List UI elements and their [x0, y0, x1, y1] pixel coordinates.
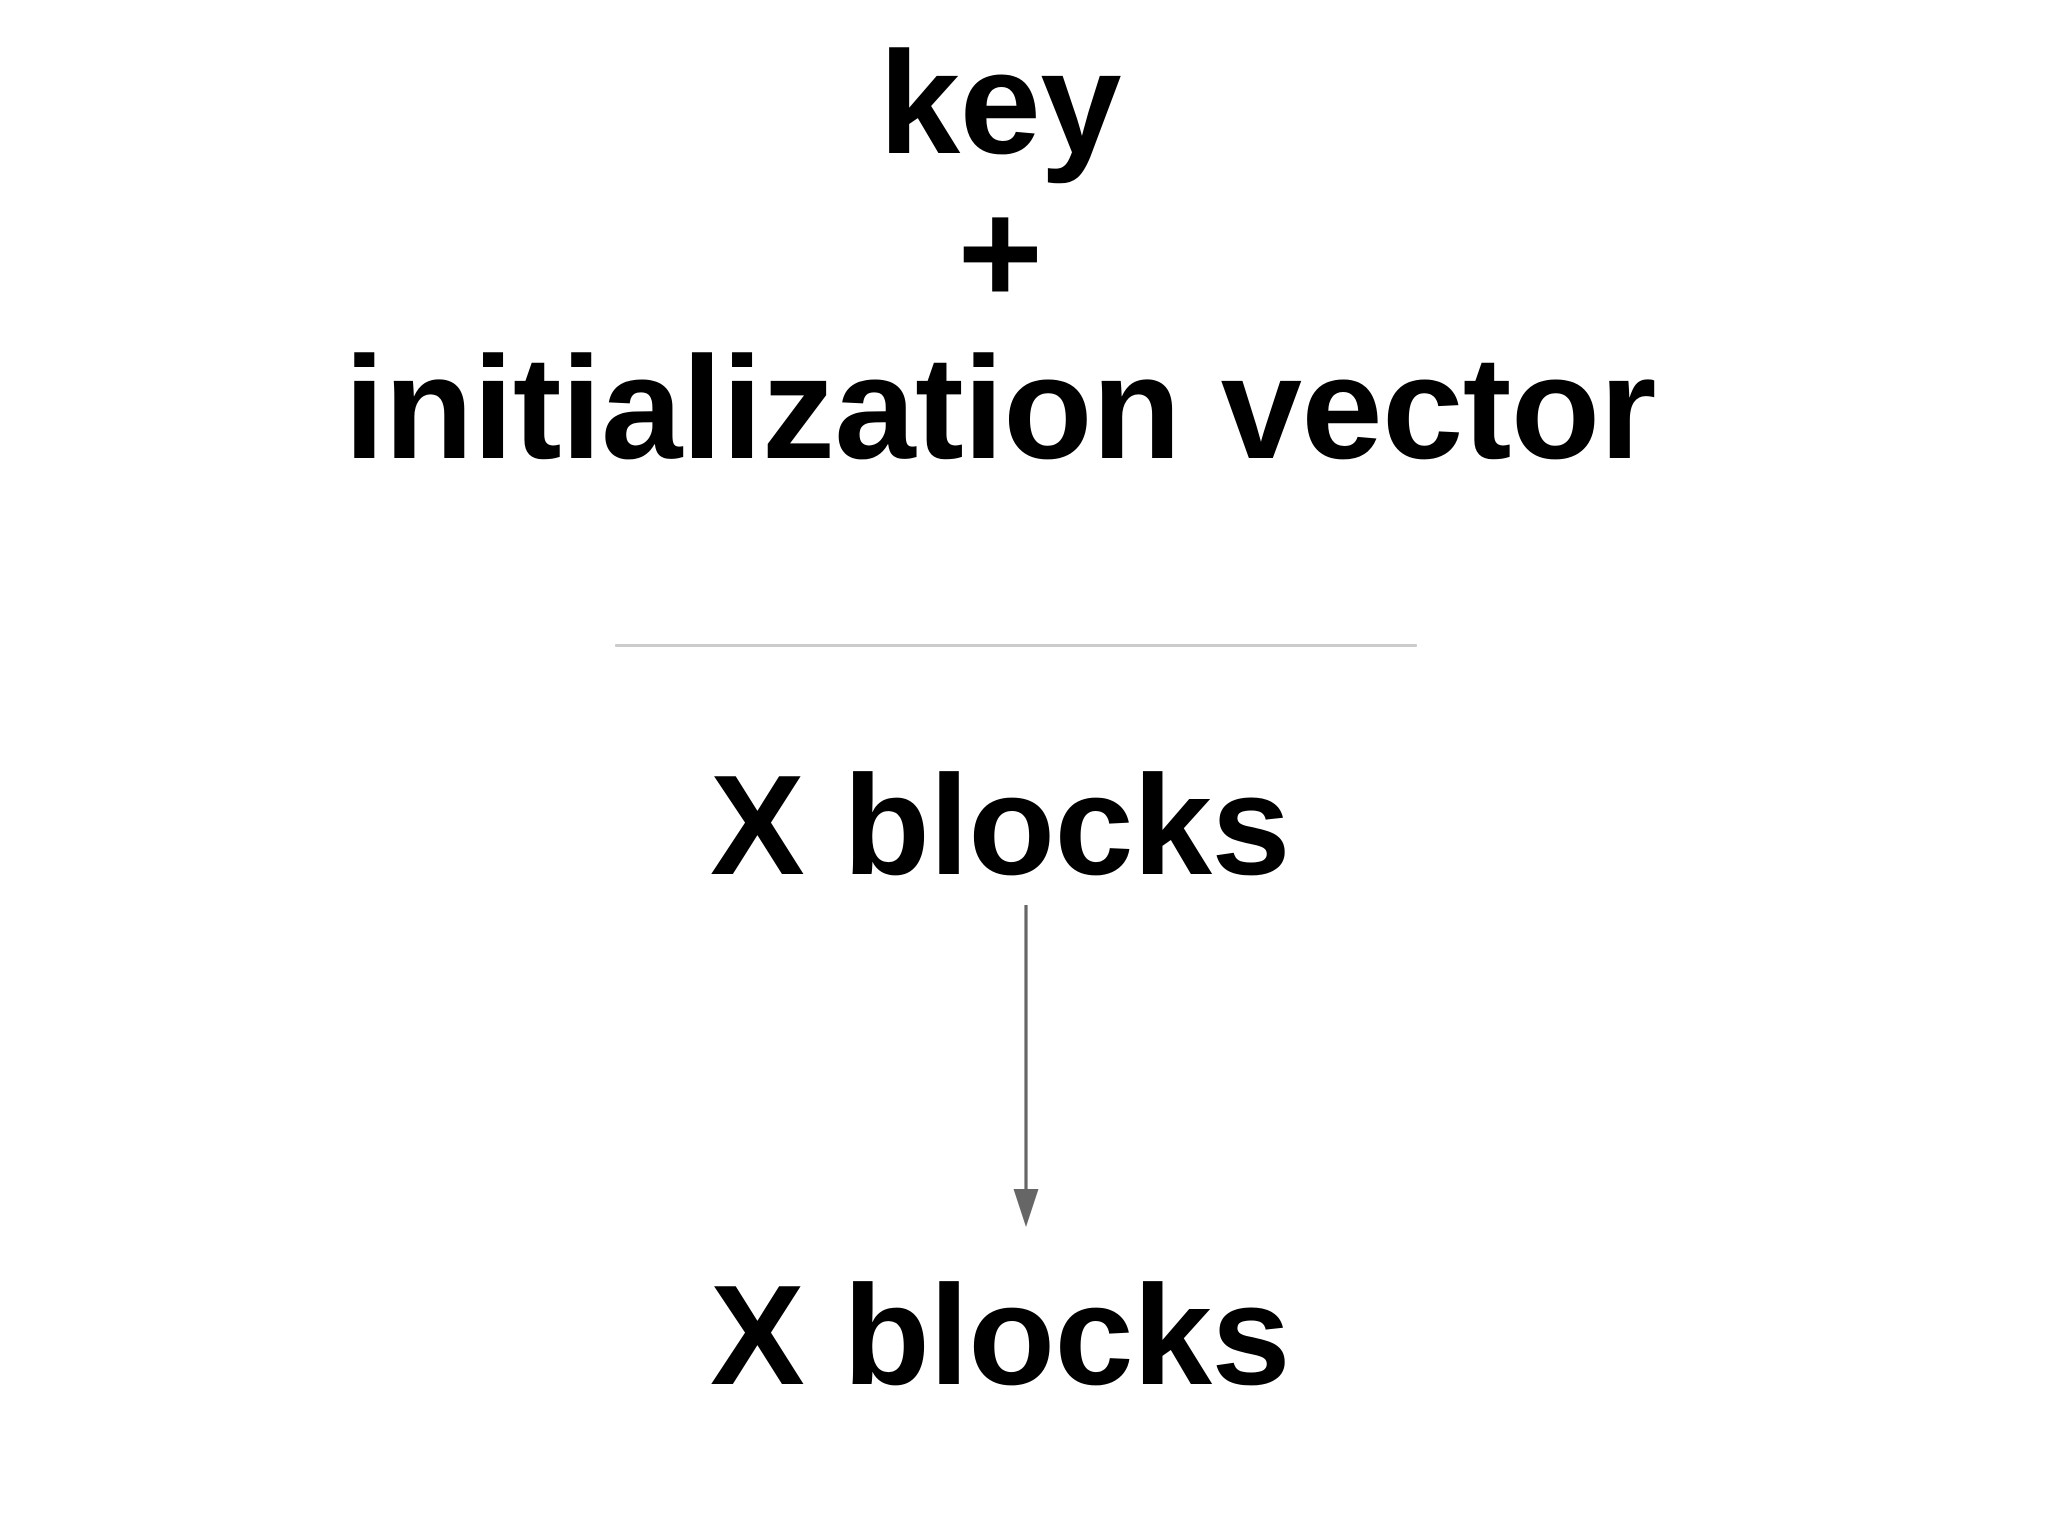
divider-rule	[615, 644, 1417, 647]
section-divider	[615, 644, 1417, 648]
key-label: key	[878, 21, 1122, 184]
input-block-label: X blocks	[0, 755, 2048, 897]
initialization-vector-label: initialization vector	[344, 326, 1656, 489]
header-text-block: key + initialization vector	[0, 28, 2048, 488]
output-block-label-text: X blocks	[709, 1256, 1291, 1415]
output-block-label: X blocks	[0, 1265, 2048, 1407]
plus-symbol: +	[957, 171, 1043, 334]
arrow-down-icon	[1013, 905, 1039, 1227]
input-block-label-text: X blocks	[709, 746, 1291, 905]
flow-arrow	[1010, 905, 1042, 1230]
